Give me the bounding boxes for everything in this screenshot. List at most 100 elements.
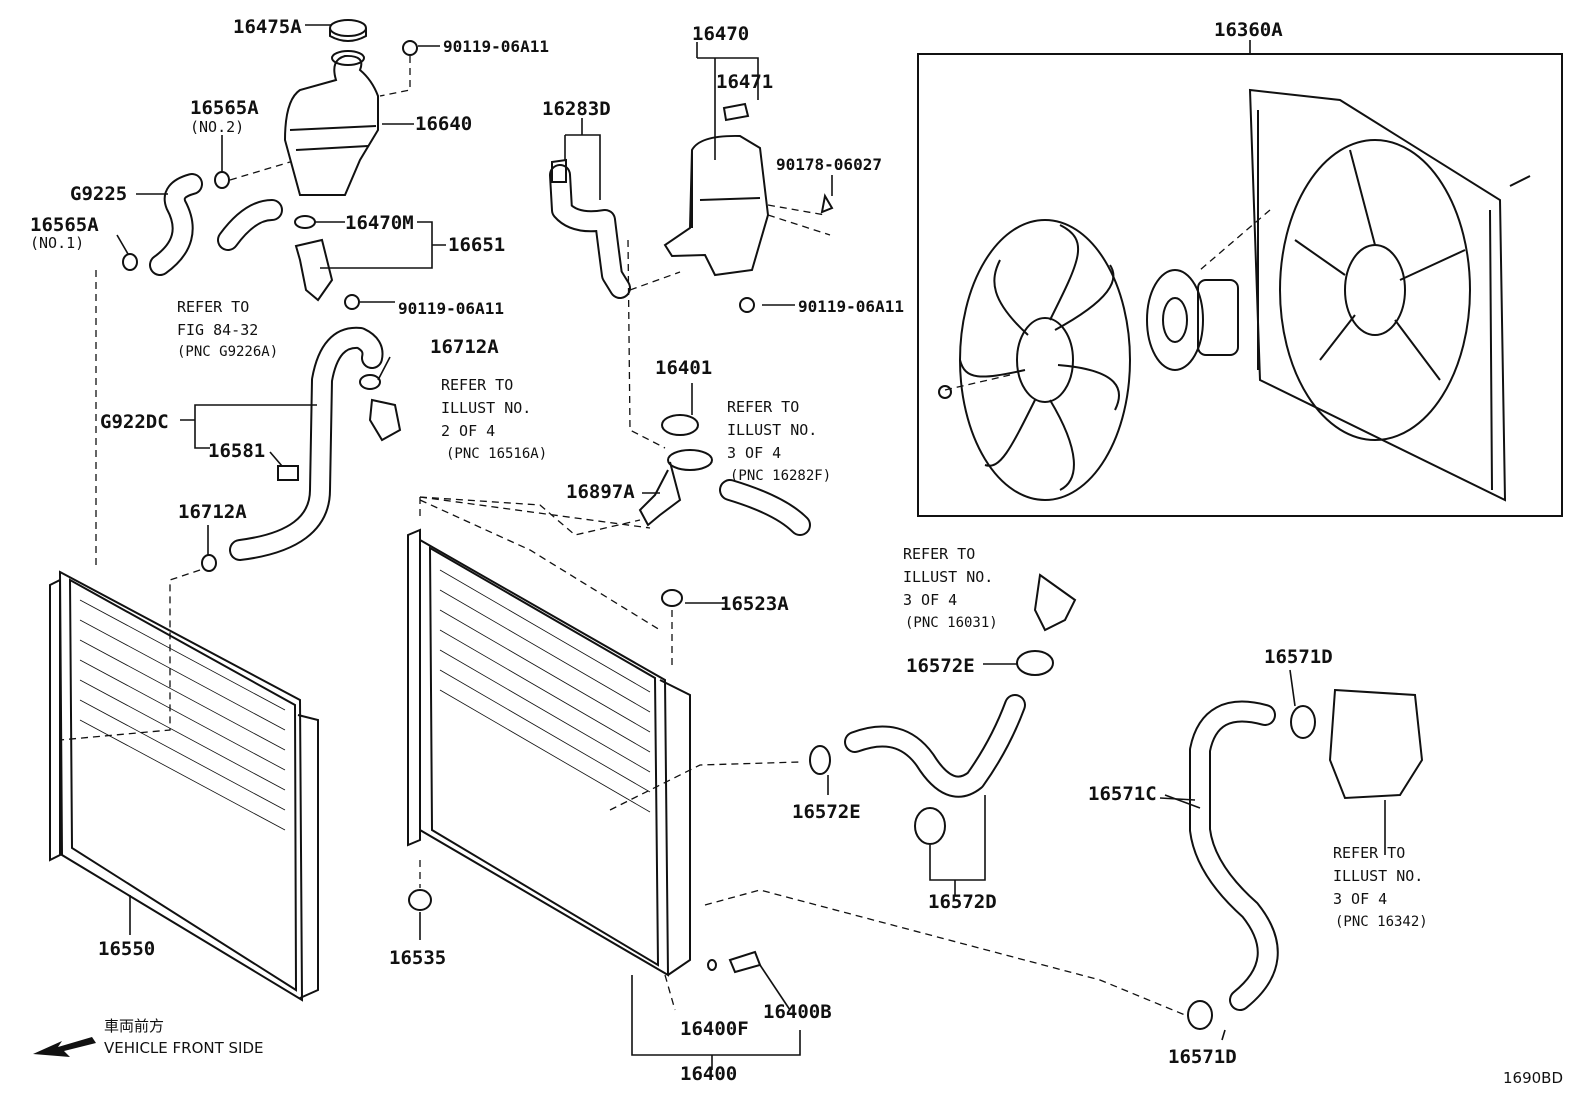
clamp-16712a-top (359, 374, 381, 390)
svg-text:3 OF 4: 3 OF 4 (727, 444, 781, 462)
label-16572e-low: 16572E (792, 801, 861, 823)
label-16471: 16471 (716, 71, 773, 93)
svg-text:3 OF 4: 3 OF 4 (903, 591, 957, 609)
svg-text:(PNC 16342): (PNC 16342) (1335, 914, 1428, 930)
label-16565a-no1-sub: (NO.1) (30, 234, 84, 252)
fan-blade (959, 219, 1131, 501)
drain-cock-16400b (728, 950, 762, 974)
mount-16523a (661, 589, 683, 607)
clip-16581 (277, 465, 299, 481)
svg-text:REFER TO: REFER TO (177, 298, 249, 316)
label-16640: 16640 (415, 113, 472, 135)
front-arrow-icon (33, 1037, 96, 1057)
label-16400: 16400 (680, 1063, 737, 1085)
gasket-16572d (914, 807, 946, 845)
label-16572d: 16572D (928, 891, 997, 913)
ref-illust-2: REFER TO ILLUST NO. 2 OF 4 (PNC 16516A) (441, 376, 547, 462)
label-16581: 16581 (208, 440, 265, 462)
filler-neck-16897a (638, 449, 713, 527)
caption-jp: 車両前方 (104, 1017, 164, 1035)
label-16897a: 16897A (566, 481, 635, 503)
ref-illust-3-16282f: REFER TO ILLUST NO. 3 OF 4 (PNC 16282F) (727, 398, 831, 484)
reservoir-tank (283, 19, 379, 196)
label-16523a: 16523A (720, 593, 789, 615)
label-16571c: 16571C (1088, 783, 1157, 805)
svg-text:REFER TO: REFER TO (727, 398, 799, 416)
clamp-16572e-top (1016, 650, 1054, 676)
svg-text:FIG 84-32: FIG 84-32 (177, 321, 258, 339)
svg-text:(PNC G9226A): (PNC G9226A) (177, 344, 278, 360)
fitting-16031 (1033, 573, 1077, 632)
hose-16571c (1189, 700, 1279, 1011)
label-16571d-low: 16571D (1168, 1046, 1237, 1068)
bolt-bracket (344, 294, 360, 310)
caption-en: VEHICLE FRONT SIDE (104, 1039, 264, 1057)
label-16651: 16651 (448, 234, 505, 256)
label-g9225: G9225 (70, 183, 127, 205)
label-16571d-top: 16571D (1264, 646, 1333, 668)
label-16712a-top: 16712A (430, 336, 499, 358)
label-16550: 16550 (98, 938, 155, 960)
label-16283d: 16283D (542, 98, 611, 120)
svg-text:3 OF 4: 3 OF 4 (1333, 890, 1387, 908)
clamp-16571d-top (1290, 705, 1316, 739)
fitting-16516a (368, 398, 402, 442)
bolt-right (739, 297, 755, 313)
fan-shroud (1248, 88, 1507, 502)
svg-text:ILLUST NO.: ILLUST NO. (441, 399, 531, 417)
radiator-16400 (407, 528, 691, 977)
label-16400b: 16400B (763, 1001, 832, 1023)
tank-bracket (294, 215, 334, 302)
clamp-16712a-low (201, 554, 217, 572)
hose-g922dc (229, 326, 384, 561)
cap-16401 (661, 414, 699, 436)
label-g922dc: G922DC (100, 411, 169, 433)
label-16470: 16470 (692, 23, 749, 45)
hose-g9225 (149, 173, 203, 276)
svg-text:2 OF 4: 2 OF 4 (441, 422, 495, 440)
clamp-no1 (122, 253, 138, 271)
label-16470m: 16470M (345, 212, 414, 234)
hose-16283d (549, 164, 631, 299)
label-16712a-low: 16712A (178, 501, 247, 523)
hose-ref-g9226a (217, 199, 283, 251)
figure-code: 1690BD (1503, 1069, 1563, 1087)
clamp-16572e-low (809, 745, 831, 775)
ref-illust-3-16031: REFER TO ILLUST NO. 3 OF 4 (PNC 16031) (903, 545, 998, 631)
label-90119-mid: 90119-06A11 (398, 299, 504, 318)
svg-text:ILLUST NO.: ILLUST NO. (727, 421, 817, 439)
ref-illust-3-16342: REFER TO ILLUST NO. 3 OF 4 (PNC 16342) (1333, 844, 1428, 930)
label-16360a: 16360A (1214, 19, 1283, 41)
oring-16400f (707, 959, 717, 971)
ref-fig-84-32: REFER TO FIG 84-32 (PNC G9226A) (177, 298, 278, 360)
label-16565a-no2-sub: (NO.2) (190, 118, 244, 136)
condenser-16550 (49, 570, 319, 1002)
svg-text:REFER TO: REFER TO (1333, 844, 1405, 862)
label-16401: 16401 (655, 357, 712, 379)
label-16535: 16535 (389, 947, 446, 969)
fan-motor (1146, 269, 1239, 371)
svg-text:REFER TO: REFER TO (903, 545, 975, 563)
water-outlet-16342 (1328, 688, 1424, 800)
svg-text:(PNC 16031): (PNC 16031) (905, 615, 998, 631)
svg-text:ILLUST NO.: ILLUST NO. (1333, 867, 1423, 885)
label-90119-top: 90119-06A11 (443, 37, 549, 56)
nut-90178 (820, 193, 834, 214)
clamp-16571d-low (1187, 1000, 1213, 1030)
label-16565a-no1: 16565A (30, 214, 99, 236)
svg-text:(PNC 16282F): (PNC 16282F) (730, 468, 831, 484)
label-90119-right: 90119-06A11 (798, 297, 904, 316)
clip-16283d (551, 158, 567, 183)
label-90178: 90178-06027 (776, 155, 882, 174)
reservoir-16470 (663, 102, 770, 277)
label-16572e-top: 16572E (906, 655, 975, 677)
fan-assembly-box (917, 40, 1563, 517)
bolt-top (402, 40, 418, 56)
mount-16535 (408, 889, 432, 911)
label-16400f: 16400F (680, 1018, 749, 1040)
label-16475a: 16475A (233, 16, 302, 38)
clamp-no2 (214, 171, 230, 189)
hose-lower-right (844, 694, 1026, 798)
